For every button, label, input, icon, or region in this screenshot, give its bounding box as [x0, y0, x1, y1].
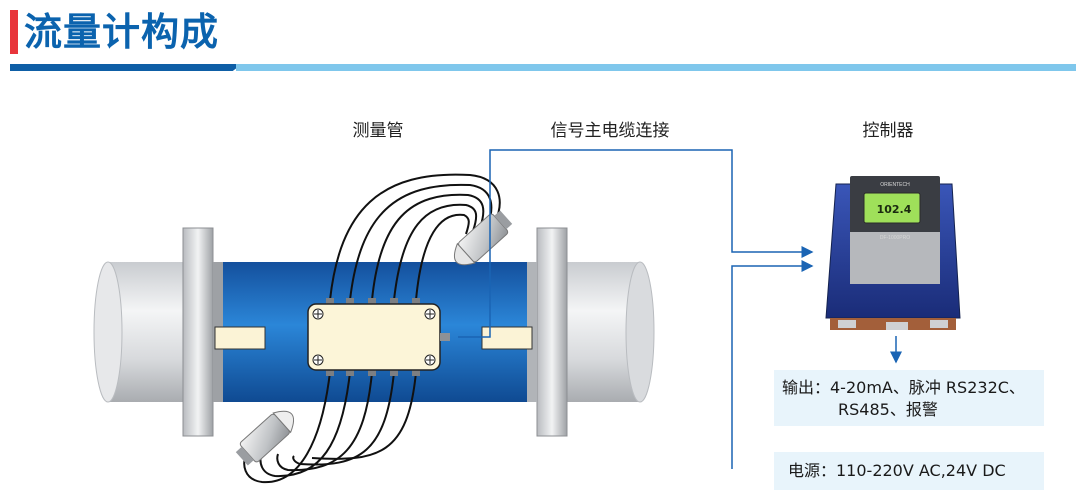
sensor-wires-bottom: [243, 371, 417, 484]
pipe: [93, 261, 655, 403]
title-accent-bar: [10, 10, 18, 54]
label-cable: 信号主电缆连接: [550, 121, 670, 141]
power-line: [731, 260, 814, 469]
power-spec-box: 电源：110-220V AC,24V DC: [774, 452, 1044, 490]
lower-transducer: [235, 410, 295, 466]
controller-device: [825, 176, 961, 330]
label-pipe: 测量管: [352, 121, 404, 141]
label-controller: 控制器: [862, 121, 914, 141]
left-mount-tab: [214, 326, 266, 350]
right-flange: [527, 227, 568, 437]
title-underline-dark: [10, 64, 242, 71]
signal-cable-line: [458, 149, 814, 338]
title-underline-light: [236, 64, 1076, 71]
page-title: 流量计构成: [24, 10, 220, 54]
output-spec-box: 输出：4-20mA、脉冲 RS232C、 RS485、报警: [774, 370, 1044, 426]
upper-transducer: [453, 210, 513, 266]
output-spec-line2: RS485、报警: [838, 400, 938, 419]
controller-model: DF-1000PRO: [880, 235, 910, 241]
controller-display-value: 102.4: [877, 203, 912, 216]
power-spec-text: 电源：110-220V AC,24V DC: [788, 461, 1006, 480]
junction-box: [307, 298, 450, 376]
output-spec-line1: 输出：4-20mA、脉冲 RS232C、: [782, 378, 1025, 397]
right-mount-tab: [481, 326, 533, 350]
controller-brand: ORIENTECH: [880, 182, 910, 188]
